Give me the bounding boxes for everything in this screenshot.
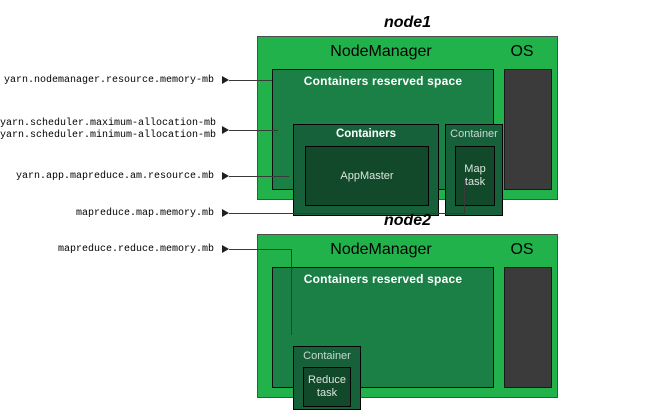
annotation-map-memory: mapreduce.map.memory.mb [75, 208, 214, 219]
node2-reduce-task-label: Reduce task [308, 374, 346, 399]
arrowhead-am-resource [222, 172, 229, 180]
arrowhead-scheduler-alloc [222, 126, 229, 134]
node1-appmaster-box: AppMaster [305, 146, 429, 206]
node1-reserved-space-label: Containers reserved space [303, 74, 463, 88]
node1-map-task-label: Map task [464, 163, 486, 188]
node1-os-slab [504, 69, 552, 190]
annotation-sched-min-alloc: yarn.scheduler.minimum-allocation-mb [0, 130, 217, 141]
node2-reserved-space-label: Containers reserved space [303, 272, 463, 286]
node2-nodemanager-label: NodeManager [330, 241, 432, 258]
annotation-nm-resource-memory: yarn.nodemanager.resource.memory-mb [3, 75, 214, 86]
node1-containers-group-label: Containers [335, 128, 397, 140]
arrowhead-reduce-memory [222, 245, 229, 253]
node1-container-group-label: Container [450, 128, 498, 140]
leader-line-map-memory-horizontal [229, 213, 465, 214]
node2-container-group: Container Reduce task [293, 346, 361, 410]
node1-map-task-box: Map task [455, 146, 495, 206]
node1-containers-group: Containers AppMaster [293, 124, 439, 216]
node1-appmaster-label: AppMaster [340, 169, 394, 182]
node1-reserved-space: Containers reserved space Containers App… [272, 69, 503, 216]
node2-reserved-space: Containers reserved space Container Redu… [272, 267, 494, 410]
node2-os-slab [504, 267, 552, 388]
leader-line-nm-resource-memory [229, 80, 272, 81]
leader-line-scheduler-alloc [229, 130, 278, 131]
arrowhead-map-memory [222, 209, 229, 217]
arrowhead-nm-resource-memory [222, 76, 229, 84]
annotation-am-resource: yarn.app.mapreduce.am.resource.mb [15, 171, 214, 182]
node2-reduce-task-box: Reduce task [303, 367, 351, 407]
node2-title: node2 [383, 212, 432, 229]
node2-container-group-label: Container [303, 350, 351, 362]
leader-line-map-memory-vertical [464, 180, 465, 214]
node2-os-label: OS [510, 241, 534, 258]
node1-title: node1 [383, 14, 432, 31]
annotation-sched-max-alloc: yarn.scheduler.maximum-allocation-mb [0, 118, 217, 129]
annotation-reduce-memory: mapreduce.reduce.memory.mb [57, 244, 214, 255]
leader-line-reduce-memory-vertical [291, 249, 292, 335]
node1-box: NodeManager OS Containers reserved space… [257, 36, 558, 216]
node1-os-label: OS [510, 43, 534, 60]
leader-line-reduce-memory-horizontal [229, 249, 292, 250]
leader-line-am-resource [229, 176, 289, 177]
node1-nodemanager-label: NodeManager [330, 43, 432, 60]
node2-box: NodeManager OS Containers reserved space… [257, 234, 558, 410]
node1-container-group: Container Map task [445, 124, 503, 216]
